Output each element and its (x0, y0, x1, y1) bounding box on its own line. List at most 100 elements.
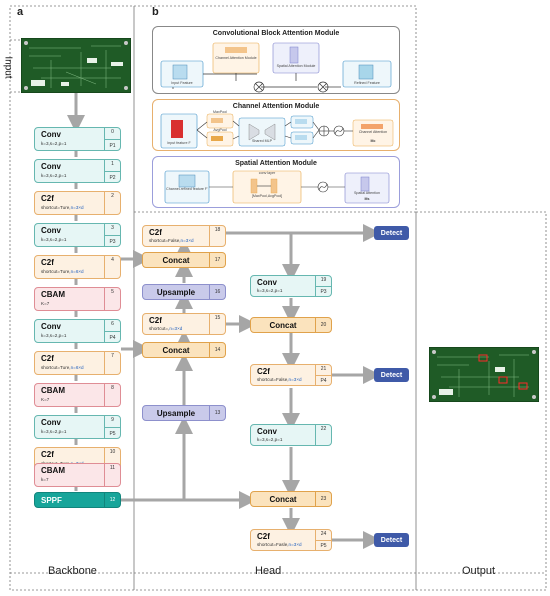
block-name: Upsample (156, 287, 196, 297)
block-scale-tag: P5 (320, 543, 327, 549)
panel-letter-a: a (17, 6, 24, 18)
head-block-23-concat: Concat 23 (250, 491, 332, 507)
block-index: 10 (109, 449, 116, 455)
cam-input-label: Input feature F (167, 141, 191, 145)
detect-box-small: Detect (374, 226, 409, 240)
cam-output-label: Channel Attention (358, 130, 388, 134)
block-params: k=3,s=2,p=1 (257, 288, 283, 293)
param-repeat-value: n=3×d (180, 238, 194, 243)
param-repeat-value: n=3×d (169, 326, 183, 331)
block-index-cell: 11 (104, 464, 120, 486)
block-index: 13 (214, 410, 221, 416)
block-params: K=7 (41, 397, 50, 402)
backbone-section-label: Backbone (48, 565, 97, 577)
block-index: 19 (320, 277, 327, 283)
block-index: 23 (320, 496, 327, 502)
sam-input-label: Channel-refined feature F' (166, 187, 208, 191)
block-index: 4 (111, 257, 114, 263)
block-name: Concat (269, 320, 297, 330)
block-index-cell: 8 (104, 384, 120, 406)
block-index-cell: 22 (315, 425, 331, 445)
backbone-block-7-c2f: C2f shortcut=Ture,n=6×d 7 (34, 351, 121, 375)
block-name: SPPF (41, 495, 62, 505)
block-name: C2f (149, 228, 162, 237)
backbone-block-12-sppf: SPPF 12 (34, 492, 121, 508)
block-index: 17 (214, 257, 221, 263)
block-index: 1 (111, 161, 114, 167)
param-repeat-value: n=6×d (70, 365, 84, 370)
block-params: K=7 (41, 301, 50, 306)
output-section-label: Output (462, 565, 496, 577)
block-params: shortcut=False,n=3×d (149, 238, 194, 243)
block-name: CBAM (41, 290, 65, 299)
block-name: Concat (269, 494, 297, 504)
block-index-cell: 18 (209, 226, 225, 246)
block-index: 5 (111, 289, 114, 295)
block-index: 24 (320, 531, 327, 537)
block-index-cell: 15 (209, 314, 225, 334)
sam-panel: Spatial Attention Module Channel-refined… (152, 156, 400, 208)
block-index-cell: 16 (209, 285, 225, 299)
block-index: 3 (111, 225, 114, 231)
block-scale-tag: P3 (320, 289, 327, 295)
cam-mlp-label: Shared MLP (252, 139, 272, 143)
block-name: Concat (162, 255, 190, 265)
backbone-block-5-cbam: CBAM K=7 5 (34, 287, 121, 311)
block-name: Concat (162, 345, 190, 355)
block-params: k=3,s=2,p=1 (41, 429, 67, 434)
block-name: Conv (41, 418, 61, 427)
block-params: shortcut=Ture,n=3×d (41, 205, 84, 210)
block-params: k=3,s=2,p=1 (41, 237, 67, 242)
cbam-channel-label: Channel Attention Module (215, 56, 257, 60)
block-scale-tag: P3 (109, 239, 116, 245)
block-params: shortcut=,n=3×d (149, 326, 183, 331)
param-repeat-value: n=6×d (70, 269, 84, 274)
cbam-input-label: Input Feature (171, 81, 193, 85)
sam-output-label: Spatial Attention (354, 191, 380, 195)
backbone-block-2-c2f: C2f shortcut=Ture,n=3×d 2 (34, 191, 121, 215)
head-block-16-upsample: Upsample 16 (142, 284, 226, 300)
block-name: C2f (257, 532, 270, 541)
block-params: shortcut=Fasle,n=3×d (257, 542, 302, 547)
backbone-block-11-cbam: CBAM k=7 11 (34, 463, 121, 487)
block-index: 14 (214, 347, 221, 353)
block-index-cell: 5 (104, 288, 120, 310)
block-index-cell: 10 (104, 448, 120, 470)
block-scale-tag: P4 (320, 378, 327, 384)
block-index-cell: 14 (209, 343, 225, 357)
block-index-cell: 12 (104, 493, 120, 507)
block-params: k=3,s=2,p=1 (41, 173, 67, 178)
head-section-label: Head (255, 565, 282, 577)
block-index: 11 (109, 465, 116, 471)
block-index: 21 (320, 366, 327, 372)
block-index-cell: 13 (209, 406, 225, 420)
block-name: Conv (41, 130, 61, 139)
block-name: C2f (41, 258, 54, 267)
block-name: C2f (41, 194, 54, 203)
cbam-panel: Convolutional Block Attention Module (152, 26, 400, 94)
block-params: shortcut=Ture,n=6×d (41, 365, 84, 370)
block-name: C2f (149, 316, 162, 325)
block-params: shortcut=Ture,n=6×d (41, 269, 84, 274)
cam-illustration (160, 113, 394, 149)
cbam-title: Convolutional Block Attention Module (212, 30, 340, 37)
sam-title: Spatial Attention Module (235, 160, 317, 167)
block-name: C2f (41, 354, 54, 363)
block-index: 22 (320, 426, 327, 432)
input-pcb-image (21, 38, 131, 93)
block-index: 9 (111, 417, 114, 423)
panel-letter-b: b (152, 6, 159, 18)
